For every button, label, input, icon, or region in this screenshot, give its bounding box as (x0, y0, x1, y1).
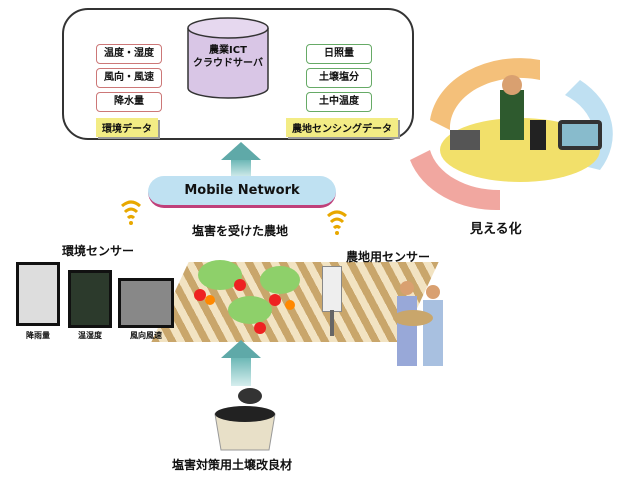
thermo-hygrometer-photo (68, 270, 112, 328)
rain-gauge-photo (16, 262, 60, 326)
arrow-shaft (231, 160, 251, 178)
field-data-label: 農地センシングデータ (286, 118, 398, 137)
visualization-label: 見える化 (470, 222, 522, 237)
env-data-item: 温度・湿度 (96, 44, 162, 64)
up-arrow-icon (221, 142, 261, 160)
up-arrow-icon (221, 340, 261, 358)
server-title-line1: 農業ICT (209, 45, 247, 56)
field-sensor-label: 農地用センサー (346, 250, 431, 264)
field-data-item: 土壌塩分 (306, 68, 372, 88)
field-sensor-pole (330, 310, 334, 336)
visualization-cycle-illustration (410, 58, 613, 211)
soil-amendment-illustration (214, 388, 276, 451)
env-data-item: 風向・風速 (96, 68, 162, 88)
anemometer-photo (118, 278, 174, 328)
farmers-illustration (393, 281, 443, 366)
field-data-item: 日照量 (306, 44, 372, 64)
wireless-signal-icon (327, 210, 347, 235)
server-title-line2: クラウドサーバ (193, 58, 263, 69)
device-caption: 風向風速 (130, 331, 162, 340)
vegetables-illustration (194, 260, 300, 334)
env-sensor-label: 環境センサー (62, 244, 135, 258)
env-data-item: 降水量 (96, 92, 162, 112)
field-sensor-device (322, 266, 342, 312)
env-data-label: 環境データ (96, 118, 158, 137)
wireless-signal-icon (121, 200, 141, 225)
arrow-shaft (231, 358, 251, 386)
soil-amendment-label: 塩害対策用土壌改良材 (172, 458, 293, 472)
server-title: 農業ICT クラウドサーバ (186, 44, 270, 70)
database-icon (187, 17, 269, 99)
farm-label: 塩害を受けた農地 (192, 224, 289, 238)
field-data-item: 土中温度 (306, 92, 372, 112)
device-caption: 温湿度 (78, 331, 102, 340)
device-caption: 降雨量 (26, 331, 50, 340)
mobile-network-cloud: Mobile Network (148, 176, 336, 208)
